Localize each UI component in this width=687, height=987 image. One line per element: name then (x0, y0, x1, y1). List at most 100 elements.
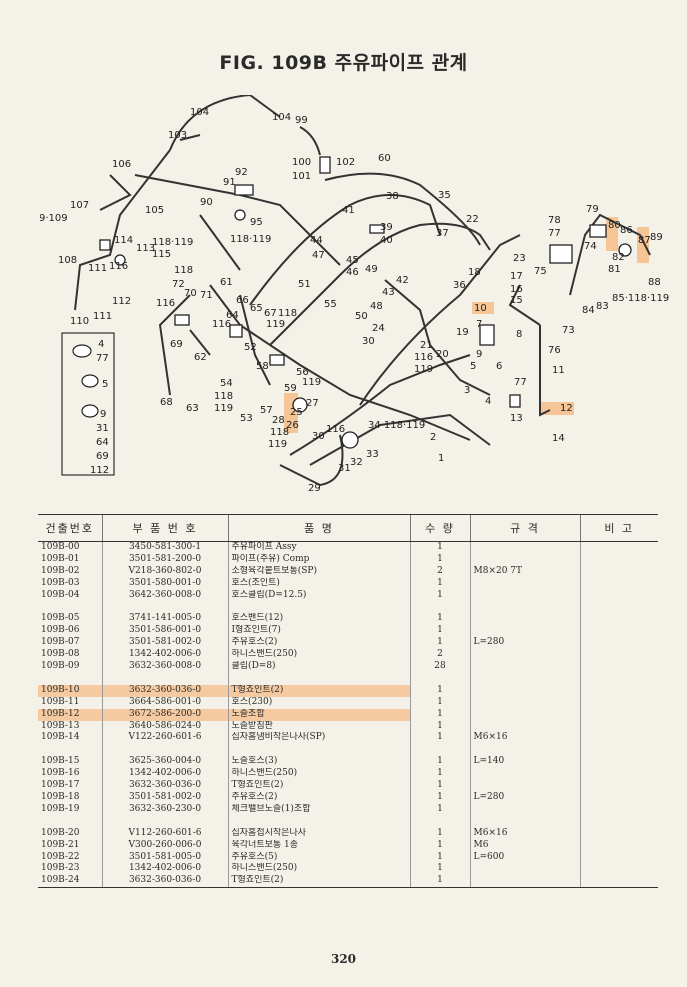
callout: 41 (342, 205, 355, 216)
cell-remarks (579, 863, 658, 876)
callout: 55 (324, 299, 337, 310)
cell-index-no (38, 816, 102, 828)
callout: 104 (190, 107, 209, 118)
cell-part-no: 3501-581-002-0 (101, 637, 228, 650)
cell-quantity: 2 (409, 565, 470, 578)
callout: 52 (244, 342, 257, 353)
callout: 69 (170, 339, 183, 350)
highlight-10 (472, 302, 494, 314)
callout: 58 (256, 361, 269, 372)
callout: 23 (513, 253, 526, 264)
callout: 118·119 (152, 237, 193, 248)
table-row (38, 815, 658, 828)
inset-label-5: 5 (102, 379, 108, 390)
callout: 76 (548, 345, 561, 356)
cell-index-no: 109B-24 (38, 875, 102, 889)
callout: 77 (514, 377, 527, 388)
header-index-no: 건출번호 (38, 514, 102, 542)
callout: 91 (223, 177, 236, 188)
callout: 118·119 (230, 234, 271, 245)
callout: 51 (298, 279, 311, 290)
callout: 111 (88, 263, 107, 274)
callout: 50 (355, 311, 368, 322)
callout-labels: 104 104 99 103 106 105 92 91 90 100 101 … (40, 107, 669, 494)
inset-label-9: 9 (100, 409, 106, 420)
cell-spec: M6 (469, 839, 580, 852)
cell-index-no: 109B-12 (38, 708, 102, 721)
callout: 60 (378, 153, 391, 164)
cell-index-no (38, 744, 102, 756)
page-number: 320 (330, 952, 357, 966)
inset-label-77: 77 (96, 353, 109, 364)
table-row (38, 601, 658, 614)
cell-remarks (579, 803, 658, 816)
callout: 44 (310, 235, 323, 246)
header-quantity: 수 량 (409, 514, 470, 542)
callout: 113 (136, 243, 155, 254)
callout: 22 (466, 214, 479, 225)
callout: 74 (584, 241, 597, 252)
callout: 37 (436, 228, 449, 239)
callout: 106 (112, 159, 131, 170)
cell-quantity: 1 (409, 732, 470, 745)
cell-remarks (579, 696, 658, 709)
cell-part-name: 하니스밴드(250) (227, 649, 410, 662)
cell-part-no: 3664-586-001-0 (101, 696, 228, 709)
inset-box (61, 332, 115, 476)
callout: 1 (438, 453, 444, 464)
callout: 30 (362, 336, 375, 347)
callout: 33 (366, 449, 379, 460)
table-header-row: 건출번호 부 품 번 호 품 명 수 량 규 격 비 고 (38, 514, 658, 542)
header-remarks: 비 고 (579, 514, 658, 542)
cell-quantity (409, 672, 470, 685)
callout: 99 (295, 115, 308, 126)
cell-part-no: 3632-360-230-0 (101, 803, 228, 816)
callout: 85·118·119 (612, 293, 669, 304)
callout: 118 (270, 427, 289, 438)
callout: 100 (292, 157, 311, 168)
callout: 112 (112, 296, 131, 307)
cell-part-name: 육각너트보통 1종 (227, 839, 410, 852)
cell-part-name: 십자홈접시작은나사 (227, 827, 410, 840)
callout: 108 (58, 255, 77, 266)
cell-index-no: 109B-21 (41, 839, 80, 850)
callout: 102 (336, 157, 355, 168)
callout: 119 (414, 364, 433, 375)
callout: 15 (510, 295, 523, 306)
callout: 118 (278, 308, 297, 319)
callout: 67 (264, 308, 277, 319)
callout: 10 (474, 303, 487, 314)
callout: 24 (372, 323, 385, 334)
callout: 21 (420, 340, 433, 351)
callout: 45 (346, 255, 359, 266)
cell-remarks (579, 791, 658, 804)
callout: 16 (510, 284, 523, 295)
cell-spec: L=600 (469, 851, 580, 864)
cell-spec (469, 815, 580, 828)
cell-spec (469, 684, 580, 697)
cell-quantity: 1 (409, 553, 470, 566)
cell-part-name: 호스밴드(12) (227, 613, 410, 626)
callout: 20 (436, 349, 449, 360)
callout: 116 (212, 319, 231, 330)
callout: 86 (620, 225, 633, 236)
cell-index-no (38, 602, 102, 614)
callout: 34·118·119 (368, 420, 425, 431)
cell-quantity: 1 (409, 803, 470, 816)
callout: 8 (516, 329, 522, 340)
cell-quantity: 1 (409, 637, 470, 650)
cell-remarks (579, 661, 658, 673)
callout: 48 (370, 301, 383, 312)
cell-part-no: 1342-402-006-0 (101, 649, 228, 662)
cell-part-no (101, 672, 228, 685)
